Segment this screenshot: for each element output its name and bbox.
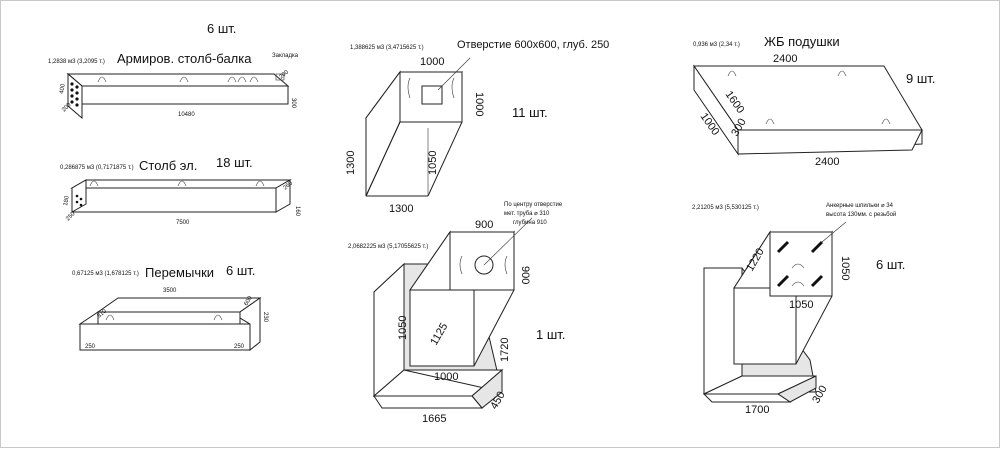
- beam-embed-note: Закладка: [272, 53, 299, 59]
- beam-dim-s2: 200: [61, 102, 73, 114]
- lintel-dim-230: 230: [262, 312, 268, 323]
- rebar-dots: [70, 82, 79, 107]
- block-electric-pole: 0,286875 м3 (0,7171875 т.) Столб эл. 18 …: [60, 155, 300, 226]
- beam-dim-depth: 200: [278, 69, 290, 80]
- pole-dim-depth: 260: [282, 180, 294, 191]
- pipe-dim-1720: 1720: [499, 338, 511, 362]
- block-lintels: 0,67125 м3 (1,678125 т.) Перемычки 6 шт.…: [72, 263, 268, 352]
- block-pipe-foundation: По центру отверстие мет. труба ⌀ 310 глу…: [348, 202, 565, 425]
- found-dim-bottom: 1300: [389, 203, 413, 215]
- found-dim-1300: 1300: [345, 151, 357, 175]
- pipe-dim-right: 900: [519, 266, 531, 284]
- pipe-note-1: По центру отверстие: [504, 202, 563, 208]
- anchor-note-2: высота 130мм. с резьбой: [826, 211, 896, 218]
- pipe-quantity: 1 шт.: [536, 327, 565, 342]
- lintel-dim-250b: 250: [234, 344, 245, 350]
- pole-dim-s2: 250: [65, 211, 77, 223]
- pads-quantity: 9 шт.: [906, 71, 935, 86]
- block-reinforced-beam: 6 шт. 1,2838 м3 (3,2095 т.) Армиров. сто…: [48, 21, 299, 120]
- block-concrete-pads: 0,936 м3 (2,34 т.) ЖБ подушки 2400 1600 …: [693, 34, 935, 168]
- beam-quantity: 6 шт.: [207, 21, 236, 36]
- beam-dim-s1: 400: [59, 83, 67, 95]
- beam-volume: 1,2838 м3 (3,2095 т.): [48, 59, 105, 65]
- found-dim-top: 1000: [420, 56, 444, 68]
- lintel-dim-length: 3500: [163, 288, 177, 294]
- pipe-dim-1665: 1665: [422, 413, 446, 425]
- pole-dim-height: 160: [294, 206, 300, 217]
- found-hole-note: Отверстие 600х600, глуб. 250: [457, 39, 609, 51]
- block-anchor-foundation: 2,21205 м3 (5,530125 т.) Анкерные шпильк…: [692, 203, 905, 416]
- anchor-dim-1050a: 1050: [839, 256, 851, 280]
- pole-dim-length: 7500: [176, 220, 190, 226]
- lintel-title: Перемычки: [145, 265, 214, 280]
- anchor-volume: 2,21205 м3 (5,530125 т.): [692, 205, 759, 211]
- pole-dim-s1: 180: [63, 195, 71, 207]
- anchor-bolts: [776, 240, 824, 288]
- anchor-quantity: 6 шт.: [876, 257, 905, 272]
- found-quantity: 11 шт.: [512, 105, 548, 120]
- found-dim-1050: 1050: [427, 151, 439, 175]
- pipe-dim-1000: 1000: [434, 371, 458, 383]
- pads-dim-bottom: 2400: [815, 156, 839, 168]
- pads-volume: 0,936 м3 (2,34 т.): [693, 42, 740, 48]
- found-dim-right: 1000: [473, 92, 485, 116]
- lintel-dim-600: 600: [244, 295, 255, 307]
- lintel-dim-310: 310: [96, 308, 108, 319]
- anchor-dim-1050b: 1050: [789, 299, 813, 311]
- anchor-note-1: Анкерные шпильки ⌀ 34: [826, 203, 894, 209]
- anchor-dim-1700: 1700: [745, 404, 769, 416]
- beam-dim-length: 10480: [178, 112, 195, 118]
- pipe-note-3: глубина 910: [513, 220, 547, 226]
- block-foundation-hole: 1,388625 м3 (3,4715625 т.) Отверстие 600…: [345, 39, 609, 215]
- pipe-hole: [474, 255, 494, 275]
- pads-dim-top: 2400: [773, 53, 797, 65]
- pole-title: Столб эл.: [139, 158, 197, 173]
- lintel-dim-250a: 250: [85, 344, 96, 350]
- lintel-quantity: 6 шт.: [226, 263, 255, 278]
- pole-quantity: 18 шт.: [216, 155, 253, 170]
- pipe-volume: 2,0682225 м3 (5,17055625 т.): [348, 244, 428, 250]
- pipe-note-2: мет. труба ⌀ 310: [504, 211, 550, 217]
- lintel-volume: 0,67125 м3 (1,678125 т.): [72, 271, 139, 277]
- beam-dim-height: 300: [290, 98, 296, 109]
- beam-title: Армиров. столб-балка: [117, 51, 252, 66]
- pole-volume: 0,286875 м3 (0,7171875 т.): [60, 165, 134, 171]
- square-hole: [421, 85, 443, 105]
- pads-title: ЖБ подушки: [764, 34, 840, 49]
- found-volume: 1,388625 м3 (3,4715625 т.): [350, 45, 424, 51]
- pipe-dim-1050: 1050: [397, 316, 409, 340]
- pipe-dim-top: 900: [475, 219, 493, 231]
